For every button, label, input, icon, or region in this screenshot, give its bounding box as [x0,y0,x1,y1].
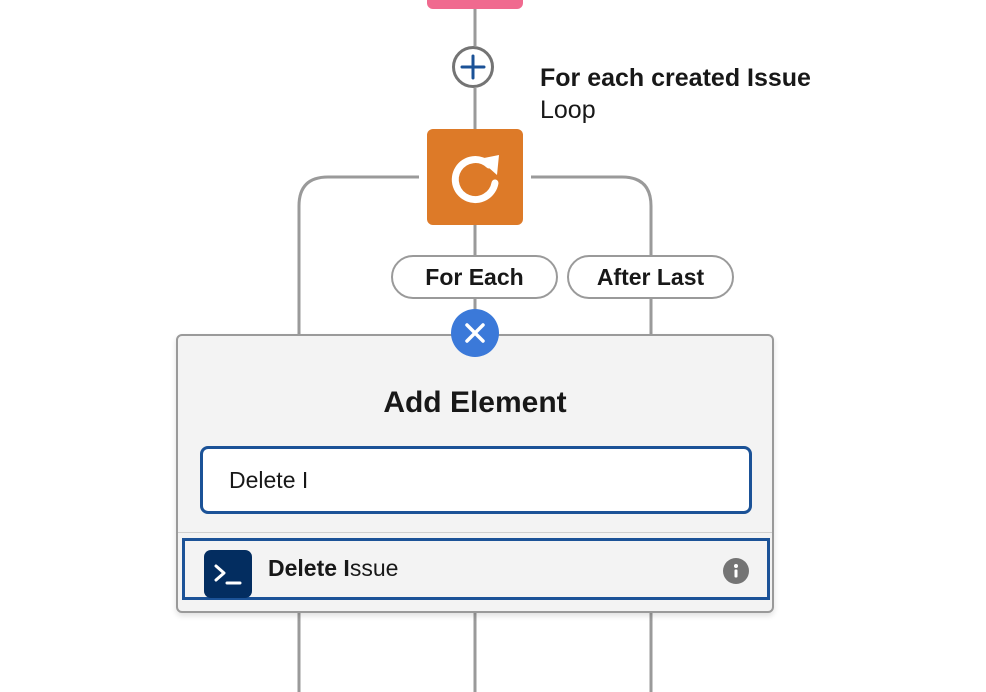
info-icon[interactable] [723,558,749,584]
search-result-label: Delete Issue [268,555,398,582]
after-last-branch-label: After Last [567,255,734,299]
plus-icon [460,54,486,80]
for-each-branch-label: For Each [391,255,558,299]
search-result-label-rest: ssue [349,555,399,581]
loop-element-node[interactable] [427,129,523,225]
close-add-element-button[interactable] [451,309,499,357]
loop-element-title: For each created Issue [540,64,811,92]
terminal-prompt-icon [204,550,252,598]
search-result-item-delete-issue[interactable]: Delete Issue [182,538,770,600]
add-element-panel: Add Element Delete Issue [176,334,774,613]
search-result-label-match: Delete I [268,555,350,581]
close-icon [465,323,485,343]
element-search-input[interactable] [200,446,752,514]
loop-element-type: Loop [540,96,596,124]
panel-title: Add Element [383,386,567,419]
loop-arrow-icon [451,155,499,204]
add-element-button[interactable] [452,46,494,88]
previous-element-node[interactable] [427,0,523,9]
divider [178,532,772,533]
